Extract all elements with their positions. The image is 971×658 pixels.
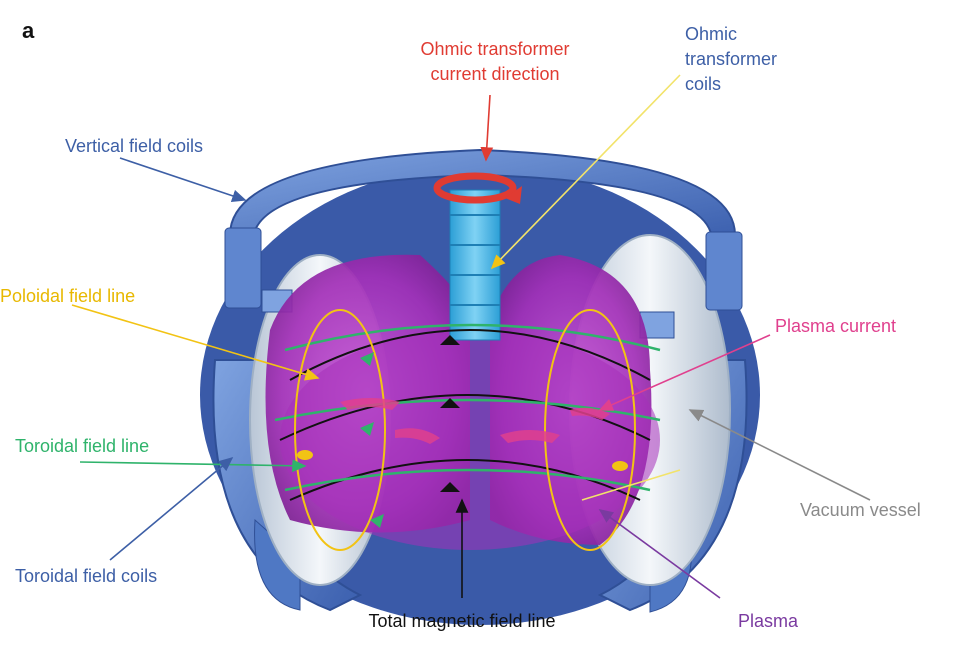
- vertical-coil-post-left: [224, 227, 262, 309]
- poloidal-field-line-left: [294, 309, 386, 551]
- total-field-line-1: [289, 329, 651, 381]
- poloidal-marker-right: [612, 461, 628, 471]
- vertical-coils-leader: [119, 157, 247, 202]
- poloidal-leader: [71, 304, 320, 381]
- ohmic-solenoid: [449, 189, 501, 341]
- label-plasma-current: Plasma current: [775, 316, 896, 336]
- coil-end-cap-right: [639, 311, 675, 339]
- tokamak-body: [200, 148, 760, 625]
- ohmic-current-leader: [480, 94, 494, 162]
- plasma-current-arrow-4: [570, 407, 610, 420]
- poloidal-field-line-right: [544, 309, 636, 551]
- label-ohmic-current-1: Ohmic transformer: [420, 39, 569, 59]
- toroidal-arrow-3: [370, 514, 384, 528]
- ohmic-current-ring: [433, 172, 517, 204]
- label-vacuum-vessel: Vacuum vessel: [800, 500, 921, 520]
- label-ohmic-coils-1: Ohmic: [685, 24, 737, 44]
- label-toroidal-field-coils: Toroidal field coils: [15, 566, 157, 586]
- plasma-current-arrow-1: [340, 398, 400, 410]
- poloidal-marker-left: [297, 450, 313, 460]
- toroidal-arrow-1: [360, 352, 374, 366]
- total-arrow-2: [440, 398, 460, 408]
- ohmic-coils-leader: [490, 74, 681, 270]
- plasma-current-arrow-2: [395, 428, 440, 444]
- toroidal-field-line-2: [274, 398, 661, 422]
- total-field-line-3: [289, 459, 641, 501]
- plasma-yellow-leader: [581, 469, 681, 501]
- plasma-current-arrow-3: [500, 430, 560, 443]
- vertical-coil-post-right: [705, 231, 743, 311]
- label-ohmic-current-2: current direction: [430, 64, 559, 84]
- toroidal-line-leader: [79, 459, 307, 473]
- label-vertical-field-coils: Vertical field coils: [65, 136, 203, 156]
- toroidal-field-line-3: [284, 468, 651, 492]
- coil-foot-left: [254, 518, 301, 611]
- label-ohmic-coils-3: coils: [685, 74, 721, 94]
- plasma-leader: [598, 509, 721, 599]
- total-arrow-3: [440, 482, 460, 492]
- label-total-magnetic-field-line: Total magnetic field line: [368, 611, 555, 631]
- labels: Ohmic transformer current direction Ohmi…: [0, 24, 921, 631]
- plasma-current-leader: [598, 334, 771, 411]
- label-toroidal-field-line: Toroidal field line: [15, 436, 149, 456]
- panel-label: a: [22, 18, 35, 43]
- ohmic-current-arrowhead: [505, 186, 522, 204]
- toroidal-field-line-1: [284, 323, 661, 352]
- toroidal-arrow-2: [360, 422, 374, 436]
- plasma-core: [280, 330, 660, 550]
- label-poloidal-field-line: Poloidal field line: [0, 286, 135, 306]
- label-plasma: Plasma: [738, 611, 799, 631]
- total-arrow-1: [440, 335, 460, 345]
- vacuum-vessel-leader: [688, 409, 871, 501]
- label-ohmic-coils-2: transformer: [685, 49, 777, 69]
- toroidal-coils-leader: [109, 456, 234, 561]
